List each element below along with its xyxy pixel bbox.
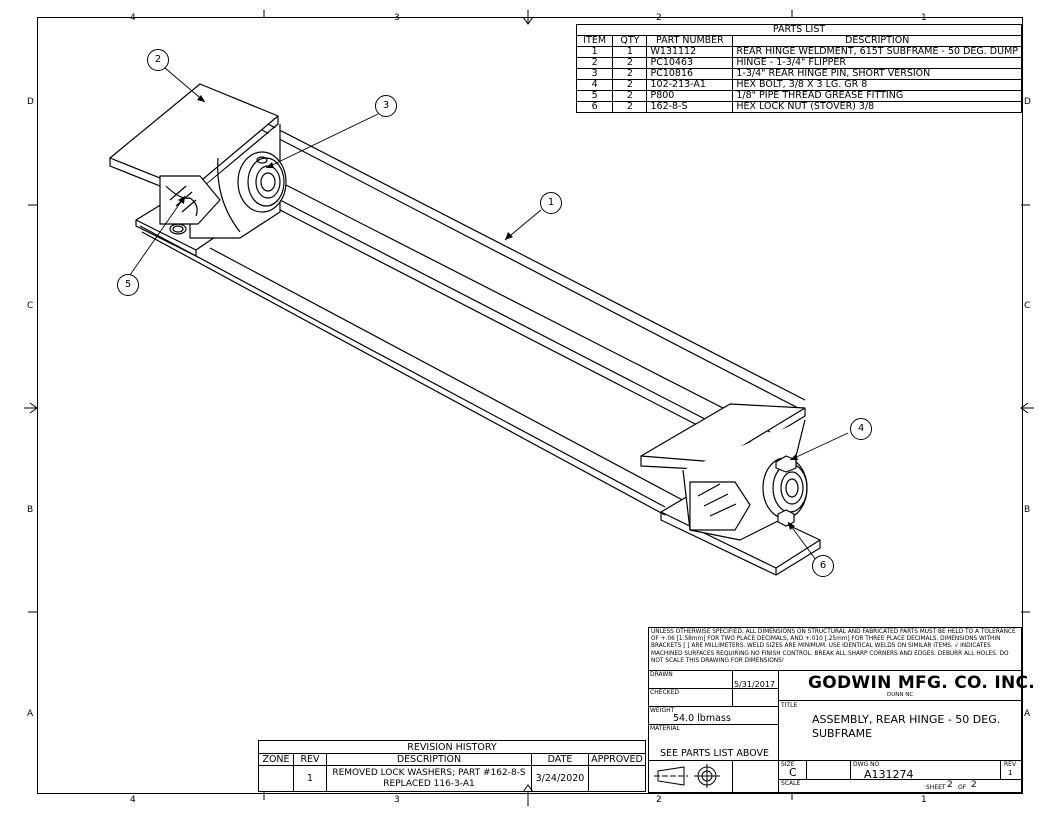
balloon-label: 6 — [819, 560, 827, 571]
scale-label: SCALE — [781, 780, 801, 787]
rev-header-rev: REV — [293, 753, 327, 766]
balloon-1: 1 — [540, 192, 562, 214]
rev-header-approved: APPROVED — [588, 753, 646, 766]
drawn-date: 5/31/2017 — [734, 680, 776, 689]
company-location: DUNN NC — [887, 692, 914, 698]
dwg-no-label: DWG NO — [853, 761, 880, 768]
zone-top-4: 4 — [130, 13, 136, 23]
divider — [778, 700, 1022, 701]
zone-bottom-3: 3 — [394, 795, 400, 805]
revision-header-row: ZONE REV DESCRIPTION DATE APPROVED — [258, 753, 646, 766]
material-label: MATERIAL — [650, 725, 680, 732]
rev-header-description: DESCRIPTION — [326, 753, 532, 766]
divider — [648, 688, 778, 689]
title-block — [648, 627, 1022, 793]
zone-left-C: C — [27, 301, 34, 311]
divider — [648, 670, 1022, 671]
zone-top-2: 2 — [656, 13, 662, 23]
divider — [778, 779, 1022, 780]
cell-qty: 2 — [612, 101, 648, 113]
drawn-label: DRAWN — [650, 671, 673, 678]
divider — [732, 670, 733, 706]
zone-right-C: C — [1024, 301, 1031, 311]
divider — [648, 724, 778, 725]
dwg-no-value: A131274 — [864, 768, 914, 781]
balloon-3: 3 — [375, 95, 397, 117]
size-label: SIZE — [781, 761, 795, 768]
general-notes: UNLESS OTHERWISE SPECIFIED, ALL DIMENSIO… — [651, 629, 1016, 664]
rev-label: REV — [1004, 761, 1017, 768]
revision-history-title: REVISION HISTORY — [258, 740, 646, 754]
sheet-label: SHEET — [926, 784, 946, 791]
balloon-label: 5 — [124, 279, 132, 290]
material-value: SEE PARTS LIST ABOVE — [660, 748, 770, 759]
drawing-border — [37, 17, 1023, 794]
rev-cell-description: REMOVED LOCK WASHERS; PART #162-8-S REPL… — [326, 765, 532, 792]
company-name: GODWIN MFG. CO. INC. — [808, 673, 1036, 693]
zone-right-D: D — [1024, 97, 1031, 107]
title-line-2: SUBFRAME — [812, 727, 873, 740]
divider — [806, 760, 807, 779]
balloon-4: 4 — [850, 418, 872, 440]
weight-label: WEIGHT — [650, 707, 675, 714]
zone-left-B: B — [27, 505, 34, 515]
divider — [732, 760, 733, 793]
of-label: OF — [958, 784, 967, 791]
cell-item: 6 — [575, 101, 614, 113]
table-row: 6 2 162-8-S HEX LOCK NUT (STOVER) 3/8 — [575, 101, 1022, 113]
zone-right-B: B — [1024, 505, 1031, 515]
parts-list-table: PARTS LIST ITEM QTY PART NUMBER DESCRIPT… — [575, 24, 1022, 113]
revision-history-table: REVISION HISTORY ZONE REV DESCRIPTION DA… — [258, 740, 646, 792]
rev-value: 1 — [1008, 769, 1013, 777]
balloon-6: 6 — [812, 555, 834, 577]
rev-cell-approved — [588, 765, 646, 792]
balloon-label: 4 — [857, 423, 865, 434]
zone-left-D: D — [27, 97, 34, 107]
balloon-2: 2 — [147, 49, 169, 71]
divider — [778, 670, 779, 793]
rev-cell-rev: 1 — [293, 765, 327, 792]
size-value: C — [789, 766, 797, 779]
title-line-1: ASSEMBLY, REAR HINGE - 50 DEG. — [812, 713, 1001, 726]
rev-cell-date: 3/24/2020 — [531, 765, 589, 792]
divider — [648, 706, 778, 707]
sheet-total: 2 — [971, 780, 977, 790]
weight-value: 54.0 lbmass — [673, 713, 731, 724]
zone-left-A: A — [27, 709, 34, 719]
divider — [648, 760, 1022, 761]
zone-bottom-4: 4 — [130, 795, 136, 805]
sheet-number: 2 — [947, 780, 953, 790]
balloon-label: 2 — [154, 54, 162, 65]
projection-symbol-icon — [654, 764, 720, 788]
balloon-label: 3 — [382, 100, 390, 111]
rev-header-zone: ZONE — [258, 753, 294, 766]
zone-bottom-2: 2 — [656, 795, 662, 805]
zone-right-A: A — [1024, 709, 1031, 719]
rev-cell-zone — [258, 765, 294, 792]
zone-bottom-1: 1 — [921, 795, 927, 805]
table-row: 1 REMOVED LOCK WASHERS; PART #162-8-S RE… — [258, 765, 646, 792]
zone-top-1: 1 — [921, 13, 927, 23]
checked-label: CHECKED — [650, 689, 680, 696]
parts-list-header-row: ITEM QTY PART NUMBER DESCRIPTION — [575, 35, 1022, 47]
zone-top-3: 3 — [394, 13, 400, 23]
balloon-5: 5 — [117, 274, 139, 296]
rev-header-date: DATE — [531, 753, 589, 766]
cell-description: HEX LOCK NUT (STOVER) 3/8 — [732, 101, 1022, 113]
divider — [1000, 760, 1001, 779]
title-label: TITLE — [781, 702, 798, 709]
balloon-label: 1 — [547, 197, 555, 208]
divider — [850, 760, 851, 779]
